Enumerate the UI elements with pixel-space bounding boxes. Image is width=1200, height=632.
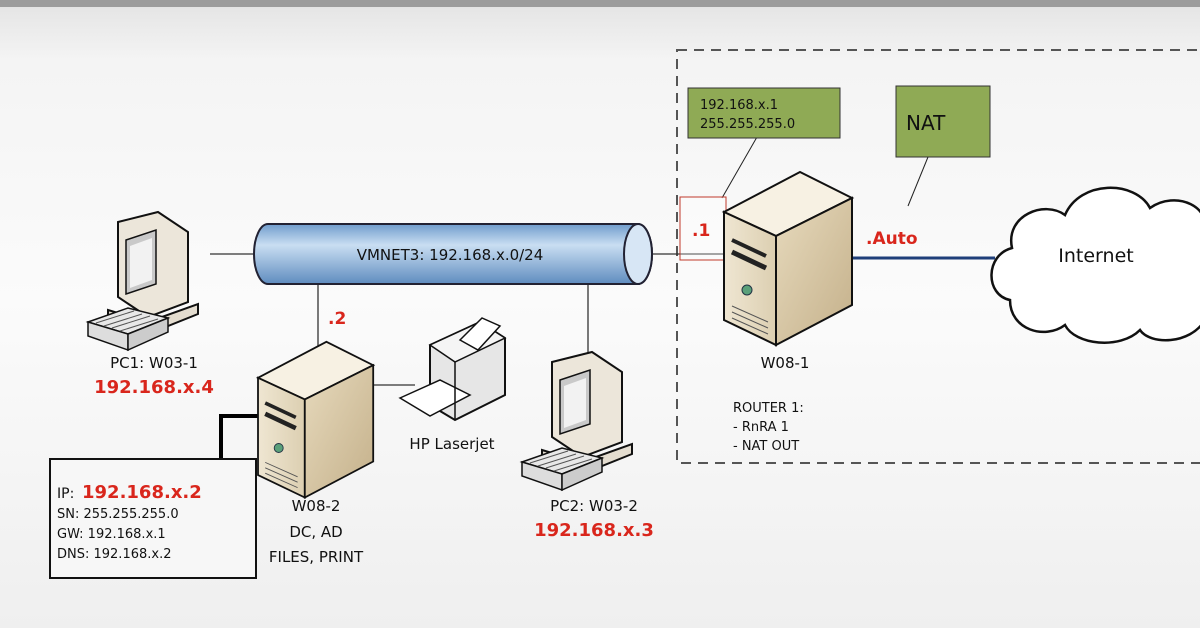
server-role-1: DC, AD (289, 523, 342, 541)
router-note-3: - NAT OUT (733, 439, 799, 454)
internet-cloud-icon: Internet (990, 186, 1200, 344)
server-ip-label: IP: (57, 486, 74, 502)
router-note-1: ROUTER 1: (733, 401, 804, 416)
internet-label: Internet (1058, 245, 1133, 267)
router-wan-port: .Auto (866, 229, 918, 249)
pc2-name: PC2: W03-2 (550, 497, 638, 515)
top-strip (0, 0, 1200, 7)
router-lan-ip: 192.168.x.1 (700, 98, 778, 113)
pc1-name: PC1: W03-1 (110, 354, 198, 372)
server-config-box (49, 458, 257, 579)
router-lan-port: .1 (692, 221, 710, 241)
server-gateway: GW: 192.168.x.1 (57, 527, 166, 542)
server-w08-2-icon (258, 342, 373, 498)
server-subnet: SN: 255.255.255.0 (57, 507, 179, 522)
server-config-connector (219, 414, 262, 460)
router-note-2: - RnRA 1 (733, 420, 789, 435)
callout-nat (907, 156, 929, 207)
pc2-computer-icon (521, 351, 633, 491)
router-name: W08-1 (761, 354, 810, 372)
server-ip: 192.168.x.2 (82, 482, 202, 503)
server-dns: DNS: 192.168.x.2 (57, 547, 172, 562)
router-lan-config-box (687, 87, 841, 139)
callout-lan (721, 136, 758, 199)
server-port: .2 (328, 309, 346, 329)
pc1-ip: 192.168.x.4 (94, 377, 214, 398)
server-name: W08-2 (292, 497, 341, 515)
server-role-2: FILES, PRINT (269, 548, 364, 566)
router-server-icon (724, 172, 852, 345)
printer-icon (398, 317, 507, 422)
nat-box (895, 85, 991, 158)
pc2-ip: 192.168.x.3 (534, 520, 654, 541)
vmnet3-pipe: VMNET3: 192.168.x.0/24 (253, 223, 653, 285)
nat-label: NAT (906, 111, 946, 135)
network-label: VMNET3: 192.168.x.0/24 (357, 246, 544, 264)
router-lan-mask: 255.255.255.0 (700, 117, 795, 132)
printer-name: HP Laserjet (409, 435, 494, 453)
pc1-computer-icon (87, 211, 199, 351)
